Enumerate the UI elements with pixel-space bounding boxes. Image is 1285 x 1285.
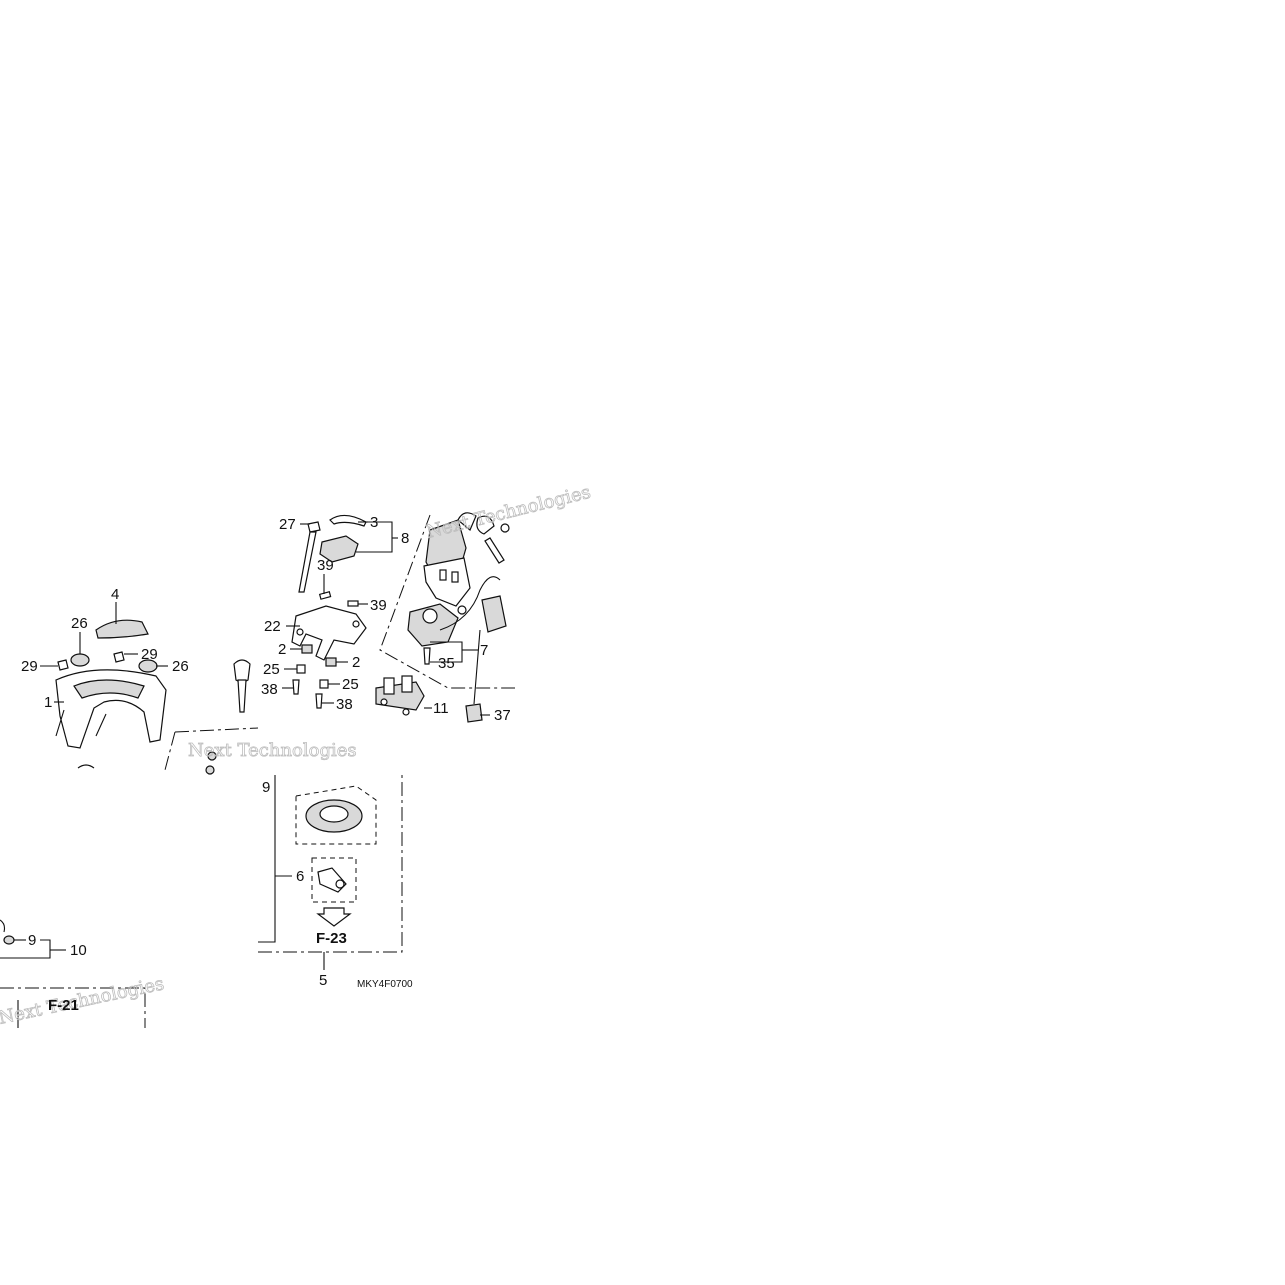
leader-lines <box>0 521 490 970</box>
reference-f23[interactable]: F-23 <box>316 930 347 947</box>
fuel-cap-group <box>295 785 377 927</box>
region-outlines <box>0 514 515 1028</box>
callout-29: 29 <box>141 646 158 663</box>
watermarks: Next Technologies Next Technologies Next… <box>0 481 593 1029</box>
callout-25: 25 <box>263 661 280 678</box>
callout-37: 37 <box>494 707 511 724</box>
callout-4: 4 <box>111 586 119 603</box>
callout-29: 29 <box>21 658 38 675</box>
callout-5: 5 <box>319 972 327 989</box>
callout-9: 9 <box>28 932 36 949</box>
callout-39: 39 <box>317 557 334 574</box>
callout-27: 27 <box>279 516 296 533</box>
callout-11: 11 <box>433 700 449 717</box>
callout-38: 38 <box>261 681 278 698</box>
top-cover-parts <box>55 619 167 749</box>
steering-lock-parts <box>233 514 367 713</box>
callout-10: 10 <box>70 942 87 959</box>
callout-8: 8 <box>401 530 409 547</box>
callout-7: 7 <box>480 642 488 659</box>
watermark-text: Next Technologies <box>188 740 357 761</box>
callout-25: 25 <box>342 676 359 693</box>
callout-39: 39 <box>370 597 387 614</box>
callout-9: 9 <box>262 779 270 796</box>
callout-3: 3 <box>370 514 378 531</box>
callout-1: 1 <box>44 694 52 711</box>
watermark-text: Next Technologies <box>0 973 166 1029</box>
callout-26: 26 <box>172 658 189 675</box>
ignition-switch-assembly <box>375 512 510 723</box>
callout-35: 35 <box>438 655 455 672</box>
reference-f21[interactable]: F-21 <box>48 997 79 1014</box>
callout-26: 26 <box>71 615 88 632</box>
lower-left-parts <box>0 751 217 945</box>
callout-22: 22 <box>264 618 281 635</box>
callout-38: 38 <box>336 696 353 713</box>
callout-labels: 27 3 8 39 39 22 2 2 25 25 38 38 4 26 26 … <box>21 514 511 989</box>
callout-2: 2 <box>278 641 286 658</box>
callout-6: 6 <box>296 868 304 885</box>
figure-code: MKY4F0700 <box>357 979 413 990</box>
callout-2: 2 <box>352 654 360 671</box>
watermark-text: Next Technologies <box>424 482 593 543</box>
